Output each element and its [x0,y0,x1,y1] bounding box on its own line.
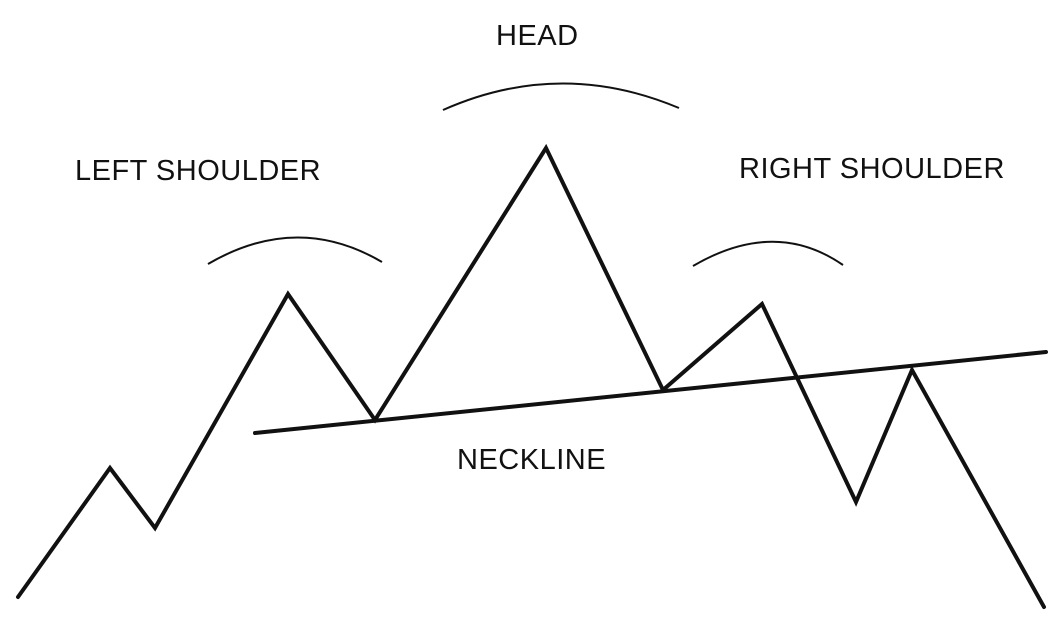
neckline-line [253,350,1048,435]
neckline-label: NECKLINE [457,444,607,476]
left-shoulder-arc [207,236,383,265]
right-shoulder-label: RIGHT SHOULDER [739,153,1005,185]
price-line [16,143,1046,609]
head-label: HEAD [496,20,579,52]
left-shoulder-label: LEFT SHOULDER [75,155,322,187]
right-shoulder-arc [692,240,844,267]
head-arc [442,82,680,111]
